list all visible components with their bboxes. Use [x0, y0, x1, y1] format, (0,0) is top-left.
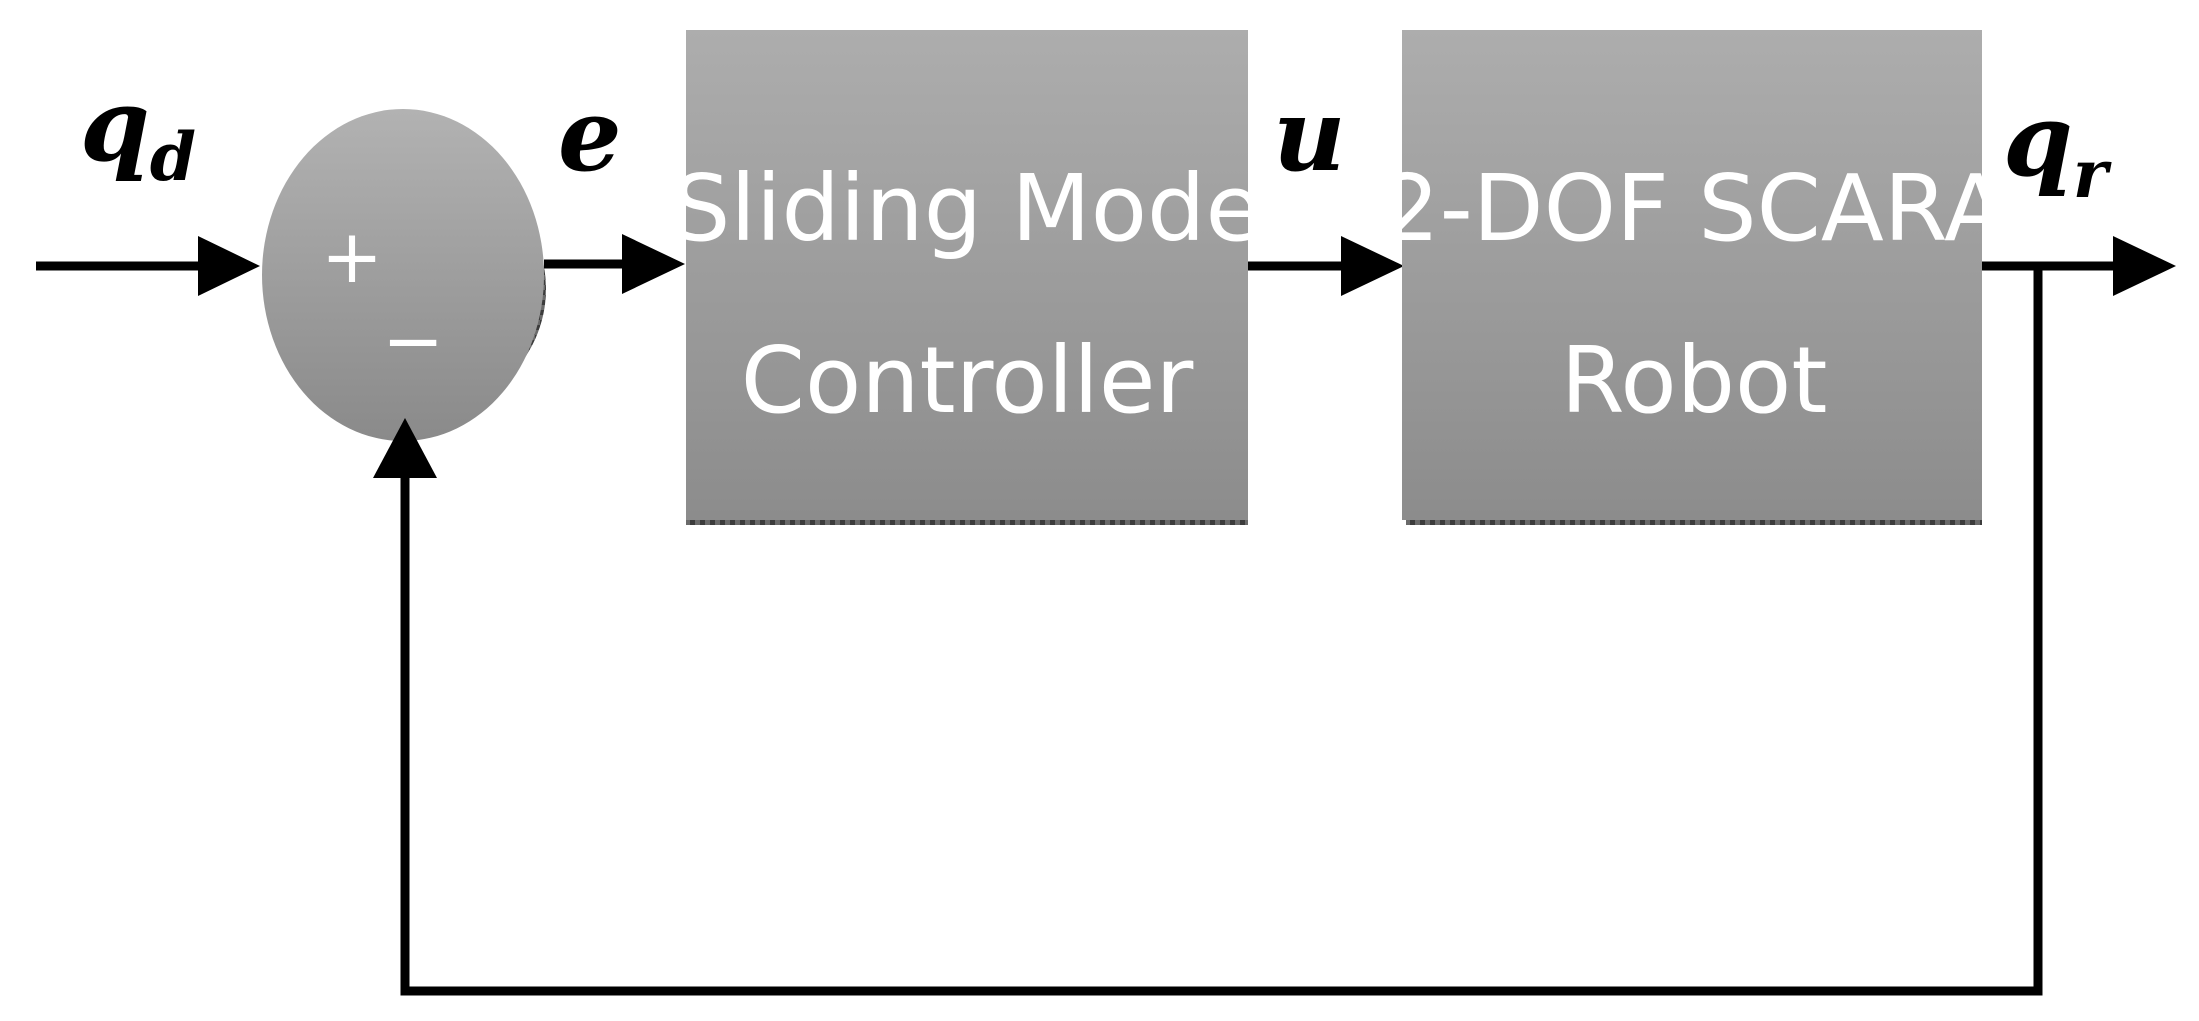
controller-label-line2: Controller	[741, 327, 1194, 434]
controller-block-box	[686, 30, 1248, 520]
controller-label-line1: Sliding Mode	[672, 155, 1262, 262]
output-signal-label: qr	[2003, 81, 2112, 213]
feedback-arrowhead	[373, 418, 437, 478]
robot-label-line2: Robot	[1561, 327, 1828, 434]
minus-sign: −	[382, 298, 444, 384]
input-signal-label: qd	[80, 66, 196, 196]
summing-junction-circle	[262, 109, 544, 441]
control-arrowhead	[1341, 236, 1404, 296]
output-arrowhead	[2113, 236, 2176, 296]
robot-block-box	[1402, 30, 1982, 520]
control-signal-label: u	[1273, 76, 1346, 194]
controller-block: Sliding Mode Controller	[672, 30, 1262, 525]
error-signal-label: e	[558, 76, 622, 194]
error-arrowhead	[622, 234, 685, 294]
input-arrowhead	[198, 236, 260, 296]
feedback-wire	[400, 266, 2043, 996]
robot-label-line1: 2-DOF SCARA	[1381, 155, 2007, 262]
robot-block: 2-DOF SCARA Robot	[1381, 30, 2007, 525]
summing-junction: + −	[262, 109, 546, 441]
plus-sign: +	[321, 214, 383, 300]
